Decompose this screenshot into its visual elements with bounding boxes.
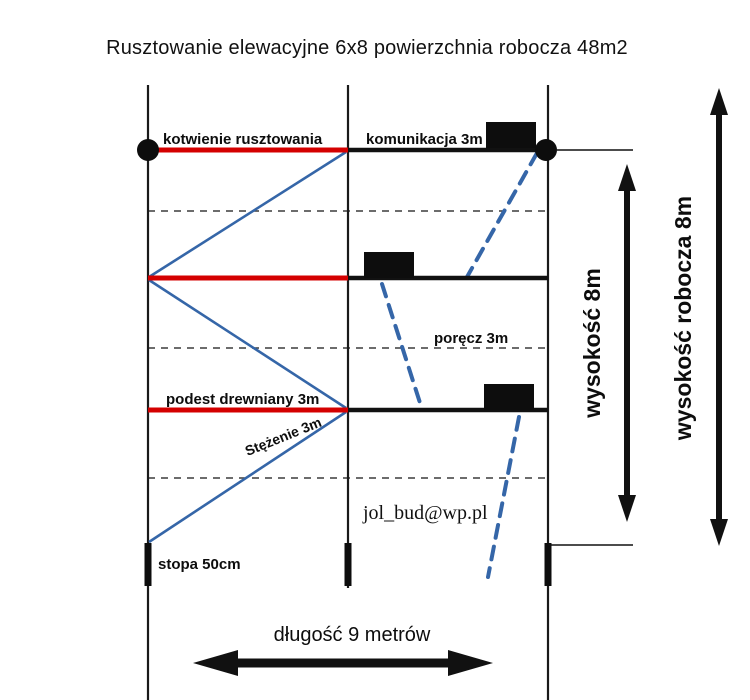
anchoring-label: kotwienie rusztowania	[163, 131, 323, 148]
brace-diagonal-3	[148, 410, 347, 544]
height-arrow-head-up	[618, 164, 636, 191]
ladder-dashed-3	[486, 415, 521, 579]
brace-diagonal-2	[148, 278, 347, 410]
hatch-rect-level-2	[364, 252, 414, 278]
working-height-arrow-head-up	[710, 88, 728, 115]
length-arrow-head-left	[193, 650, 238, 676]
height-arrow-head-down	[618, 495, 636, 522]
height-label: wysokość 8m	[579, 268, 605, 419]
working-height-arrow-head-down	[710, 519, 728, 546]
email-label: jol_bud@wp.pl	[362, 502, 488, 524]
anchor-node-left	[137, 139, 159, 161]
wooden-platform-label: podest drewniany 3m	[166, 391, 319, 408]
brace-diagonal-1	[148, 150, 347, 279]
hatch-rect-level-1	[486, 122, 536, 148]
base-foot-label: stopa 50cm	[158, 556, 241, 573]
length-arrow-head-right	[448, 650, 493, 676]
diagram-title: Rusztowanie elewacyjne 6x8 powierzchnia …	[106, 37, 628, 59]
anchor-node-right	[535, 139, 557, 161]
ladder-dashed-1	[465, 151, 539, 279]
hatch-rect-level-3	[484, 384, 534, 410]
ladder-dashed-2	[380, 282, 423, 408]
communication-label: komunikacja 3m	[366, 131, 483, 148]
handrail-label: poręcz 3m	[434, 330, 508, 347]
length-label: długość 9 metrów	[274, 624, 431, 646]
working-height-label: wysokość robocza 8m	[670, 196, 696, 441]
